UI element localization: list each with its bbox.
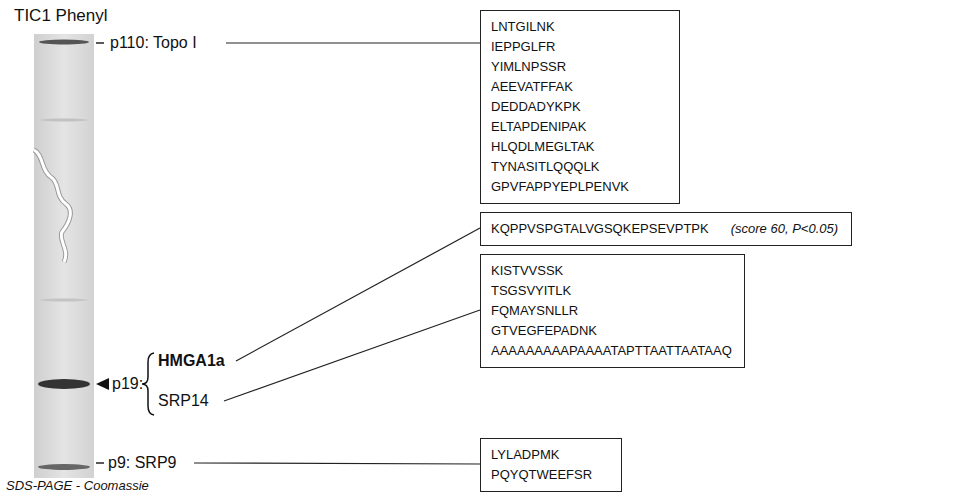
peptide-sequence: TYNASITLQQQLK [491, 157, 669, 177]
band-arrow [96, 378, 109, 390]
peptide-sequence: (score 60, P<0.05) [731, 219, 838, 239]
leader-line [224, 310, 480, 401]
gel-tear [34, 150, 70, 262]
leader-line [236, 228, 480, 361]
band-label: p9: SRP9 [108, 453, 176, 473]
peptide-box: LYLADPMKPQYQTWEEFSR [480, 438, 622, 492]
peptide-sequence: KISTVVSSK [491, 261, 734, 281]
peptide-sequence: GTVEGFEPADNK [491, 321, 734, 341]
peptide-box: LNTGILNKIEPPGLFRYIMLNPSSRAEEVATFFAKDEDDA… [480, 10, 680, 204]
gel-lane [34, 34, 94, 478]
peptide-box: KISTVVSSKTSGSVYITLKFQMAYSNLLRGTVEGFEPADN… [480, 254, 745, 368]
peptide-sequence: TSGSVYITLK [491, 281, 734, 301]
gel-band [40, 119, 88, 122]
peptide-sequence: KQPPVSPGTALVGSQKEPSEVPTPK [491, 219, 709, 239]
gel-band [40, 299, 88, 302]
gel-band [39, 40, 89, 45]
peptide-sequence: IEPPGLFR [491, 37, 669, 57]
peptide-sequence: PQYQTWEEFSR [491, 465, 611, 485]
peptide-sequence: DEDDADYKPK [491, 97, 669, 117]
peptide-sequence: LYLADPMK [491, 445, 611, 465]
peptide-sequence: FQMAYSNLLR [491, 301, 734, 321]
band-label: p110: Topo I [110, 33, 197, 53]
brace [142, 353, 154, 415]
band-tick [96, 42, 104, 44]
peptide-sequence: HLQDLMEGLTAK [491, 137, 669, 157]
band-label: HMGA1a [158, 351, 225, 371]
band-tick [96, 462, 104, 464]
gel-band [38, 464, 90, 470]
gel-band [38, 379, 90, 389]
lane-title: TIC1 Phenyl [14, 6, 108, 26]
peptide-sequence: AEEVATFFAK [491, 77, 669, 97]
peptide-sequence: ELTAPDENIPAK [491, 117, 669, 137]
peptide-box: KQPPVSPGTALVGSQKEPSEVPTPK (score 60, P<0.… [480, 212, 852, 246]
peptide-sequence: AAAAAAAAAPAAAATAPTTAATTAATAAQ [491, 341, 734, 361]
peptide-sequence: GPVFAPPYEPLPENVK [491, 177, 669, 197]
leader-line [226, 42, 480, 43]
caption: SDS-PAGE - Coomassie [6, 476, 149, 496]
band-label: p19: [112, 374, 143, 394]
peptide-sequence: YIMLNPSSR [491, 57, 669, 77]
leader-line [194, 463, 480, 464]
peptide-sequence: LNTGILNK [491, 17, 669, 37]
band-label: SRP14 [158, 391, 209, 411]
gel-tear [34, 150, 70, 262]
